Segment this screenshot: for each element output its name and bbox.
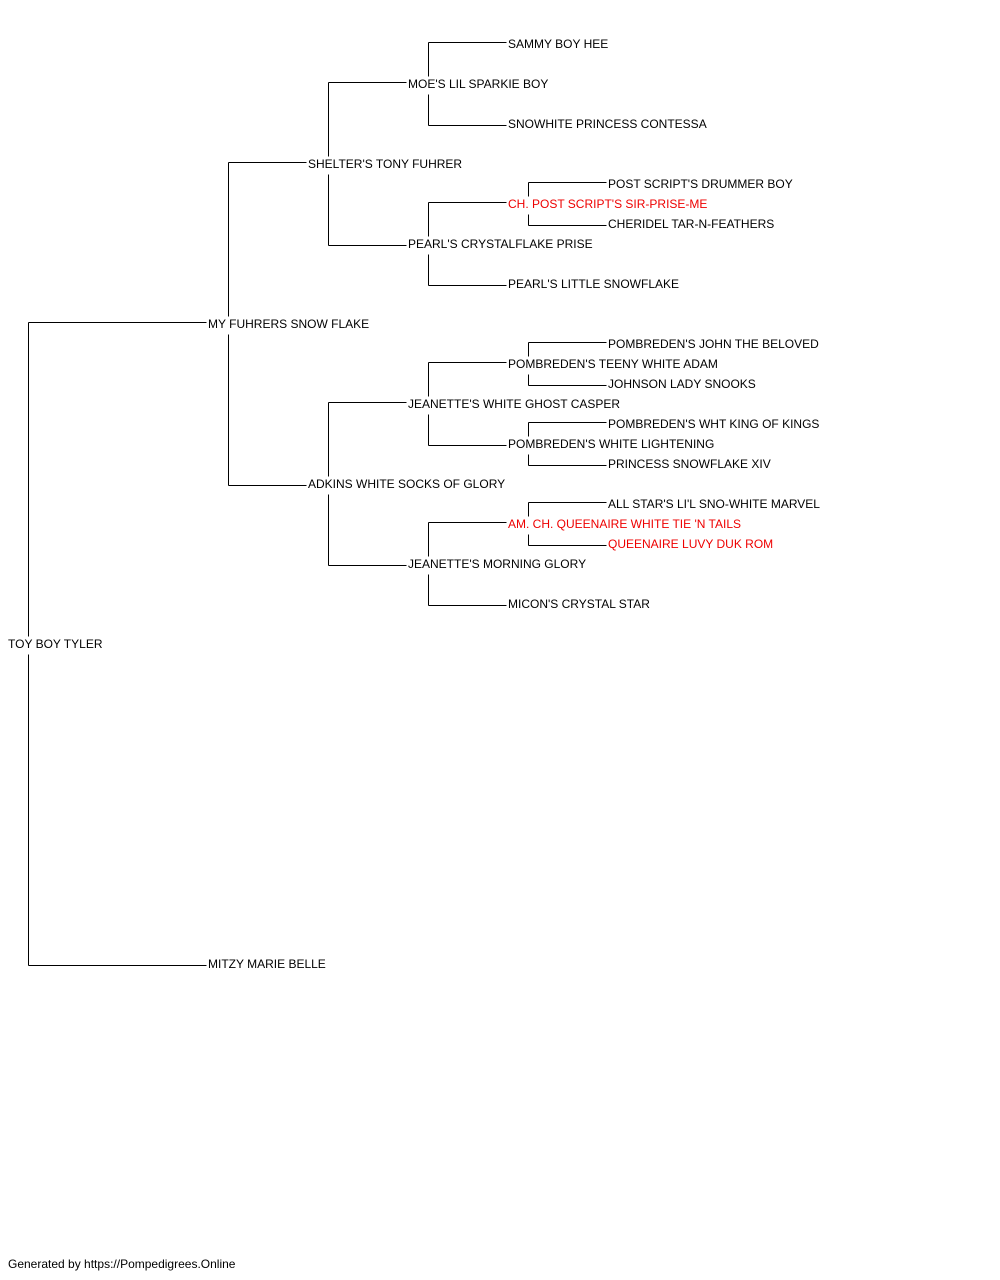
ancestor-name: JEANETTE'S WHITE GHOST CASPER <box>408 397 621 411</box>
ancestor-name: SAMMY BOY HEE <box>508 37 609 51</box>
ancestor-name: CH. POST SCRIPT'S SIR-PRISE-ME <box>508 197 708 211</box>
ancestor-name: ALL STAR'S LI'L SNO-WHITE MARVEL <box>608 497 820 511</box>
subject-dog-name: TOY BOY TYLER <box>8 637 103 651</box>
footer-credit: Generated by https://Pompedigrees.Online <box>8 1257 236 1271</box>
ancestor-name: JEANETTE'S MORNING GLORY <box>408 557 587 571</box>
ancestor-name: MY FUHRERS SNOW FLAKE <box>208 317 370 331</box>
ancestor-name: SHELTER'S TONY FUHRER <box>308 157 463 171</box>
ancestor-name: AM. CH. QUEENAIRE WHITE TIE 'N TAILS <box>508 517 741 531</box>
ancestor-name: MITZY MARIE BELLE <box>208 957 326 971</box>
ancestor-name: PEARL'S LITTLE SNOWFLAKE <box>508 277 680 291</box>
ancestor-name: JOHNSON LADY SNOOKS <box>608 377 756 391</box>
ancestor-name: POST SCRIPT'S DRUMMER BOY <box>608 177 793 191</box>
ancestor-name: PRINCESS SNOWFLAKE XIV <box>608 457 771 471</box>
ancestor-name: POMBREDEN'S WHITE LIGHTENING <box>508 437 715 451</box>
ancestor-name: POMBREDEN'S WHT KING OF KINGS <box>608 417 820 431</box>
ancestor-name: MICON'S CRYSTAL STAR <box>508 597 650 611</box>
ancestor-name: SNOWHITE PRINCESS CONTESSA <box>508 117 707 131</box>
ancestor-name: PEARL'S CRYSTALFLAKE PRISE <box>408 237 593 251</box>
ancestor-name: CHERIDEL TAR-N-FEATHERS <box>608 217 775 231</box>
ancestor-name: QUEENAIRE LUVY DUK ROM <box>608 537 774 551</box>
ancestor-name: ADKINS WHITE SOCKS OF GLORY <box>308 477 506 491</box>
ancestor-name: MOE'S LIL SPARKIE BOY <box>408 77 549 91</box>
ancestor-name: POMBREDEN'S TEENY WHITE ADAM <box>508 357 718 371</box>
ancestor-name: POMBREDEN'S JOHN THE BELOVED <box>608 337 819 351</box>
